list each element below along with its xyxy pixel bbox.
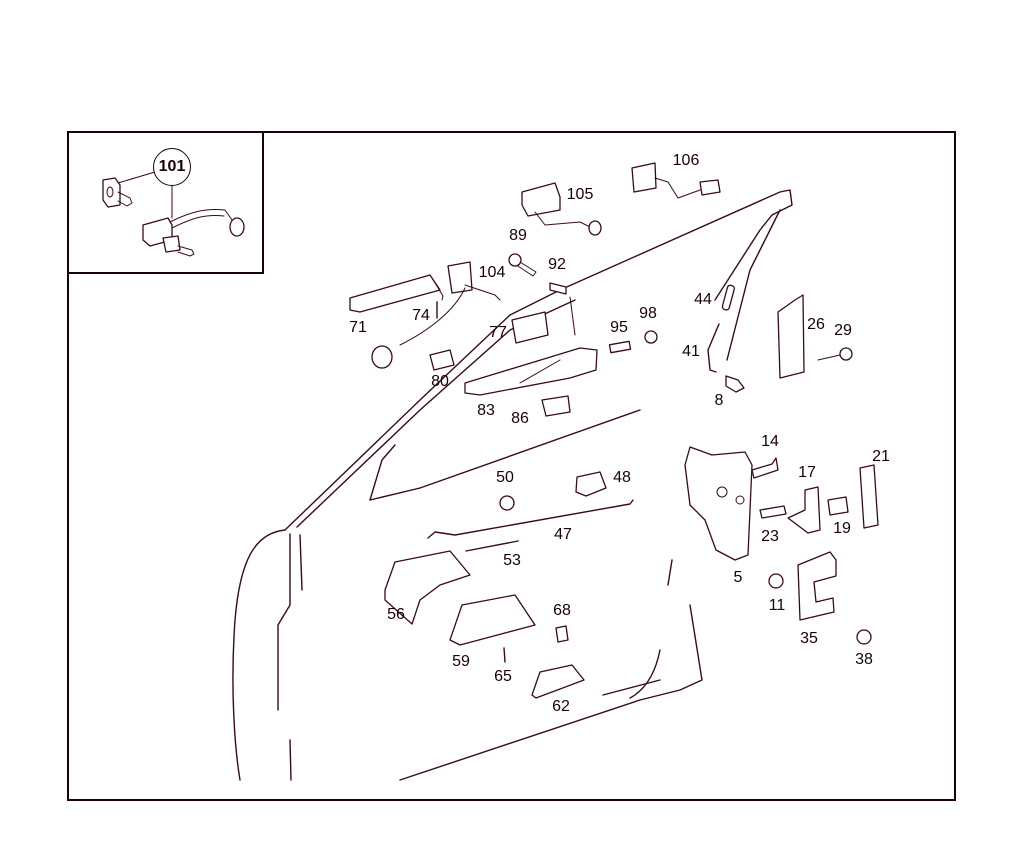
- part-label-53: 53: [503, 552, 521, 569]
- key-icon: [102, 171, 156, 208]
- part-label-47: 47: [554, 526, 572, 543]
- part-label-65: 65: [494, 668, 512, 685]
- part-label-59: 59: [452, 653, 470, 670]
- part-77-icon: [511, 311, 549, 344]
- part-label-48: 48: [613, 469, 631, 486]
- part-label-95: 95: [610, 319, 628, 336]
- part-label-21: 21: [872, 448, 890, 465]
- part-label-44: 44: [694, 291, 712, 308]
- lock-cylinder-icon: [142, 184, 245, 257]
- part-label-71: 71: [349, 319, 367, 336]
- part-86-icon: [541, 395, 571, 417]
- part-89-icon: [508, 253, 537, 277]
- part-label-98: 98: [639, 305, 657, 322]
- part-label-35: 35: [800, 630, 818, 647]
- part-106-icon: [631, 162, 721, 199]
- part-65-icon: [503, 647, 506, 663]
- part-80-icon: [429, 349, 455, 371]
- inset-callout-101: 101: [153, 148, 191, 186]
- part-label-29: 29: [834, 322, 852, 339]
- part-11-icon: [768, 573, 784, 589]
- part-label-19: 19: [833, 520, 851, 537]
- part-14-icon: [751, 457, 779, 479]
- part-5-icon: [684, 446, 753, 561]
- part-label-23: 23: [761, 528, 779, 545]
- part-label-106: 106: [672, 152, 700, 169]
- part-label-11: 11: [768, 597, 786, 614]
- part-29-icon: [817, 347, 853, 361]
- part-19-icon: [827, 496, 849, 516]
- part-label-14: 14: [761, 433, 779, 450]
- part-53-icon: [465, 540, 519, 552]
- part-83-icon: [464, 347, 598, 396]
- part-17-icon: [787, 486, 821, 534]
- door-outline: [232, 189, 793, 781]
- part-71-icon: [349, 274, 466, 369]
- part-label-74: 74: [412, 307, 430, 324]
- part-label-77: 77: [489, 324, 507, 341]
- part-label-5: 5: [733, 569, 743, 586]
- part-label-86: 86: [511, 410, 529, 427]
- part-44-icon: [721, 284, 735, 311]
- part-68-icon: [555, 625, 569, 643]
- inset-frame: [68, 131, 264, 274]
- part-50-icon: [499, 495, 515, 511]
- part-label-38: 38: [855, 651, 873, 668]
- part-label-89: 89: [509, 227, 527, 244]
- part-26-icon: [777, 294, 805, 379]
- part-label-83: 83: [477, 402, 495, 419]
- part-label-26: 26: [807, 316, 825, 333]
- part-label-92: 92: [548, 256, 566, 273]
- part-47-icon: [427, 499, 634, 539]
- part-48-icon: [575, 471, 607, 497]
- part-23-icon: [759, 505, 787, 519]
- part-59-icon: [449, 594, 536, 646]
- part-38-icon: [856, 629, 872, 645]
- part-label-68: 68: [553, 602, 571, 619]
- part-label-50: 50: [496, 469, 514, 486]
- part-label-80: 80: [431, 373, 449, 390]
- part-label-56: 56: [387, 606, 405, 623]
- part-label-104: 104: [478, 264, 506, 281]
- part-62-icon: [531, 664, 585, 699]
- part-98-icon: [644, 330, 658, 344]
- part-21-icon: [859, 464, 879, 529]
- part-95-icon: [608, 340, 632, 354]
- part-92-icon: [549, 282, 576, 336]
- part-41-icon: [707, 323, 720, 373]
- diagram-frame: [67, 131, 956, 801]
- part-label-105: 105: [566, 186, 594, 203]
- part-105-icon: [521, 182, 602, 236]
- part-label-41: 41: [682, 343, 700, 360]
- part-104-icon: [447, 261, 501, 301]
- part-8-icon: [725, 375, 745, 393]
- part-56-icon: [384, 550, 471, 625]
- part-35-icon: [797, 551, 837, 621]
- part-label-8: 8: [714, 392, 724, 409]
- part-label-62: 62: [552, 698, 570, 715]
- part-label-17: 17: [798, 464, 816, 481]
